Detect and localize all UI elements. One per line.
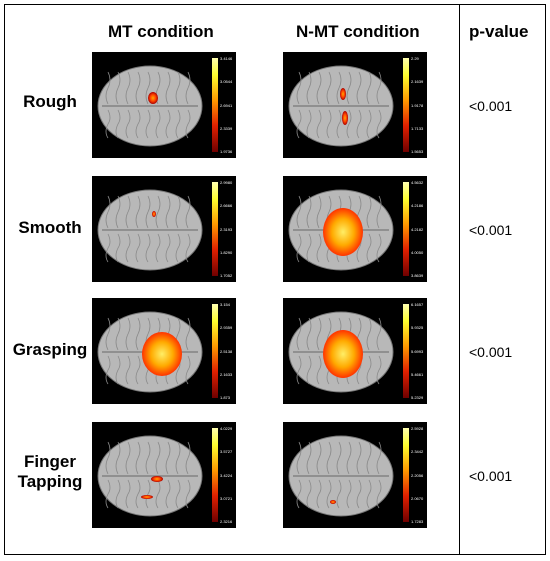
colorbar-ticks: 6.1657 5.9325 5.6993 5.4661 5.2329 — [411, 302, 427, 400]
colorbar-tick: 5.6993 — [411, 348, 424, 354]
colorbar-tick: 2.6941 — [220, 102, 233, 108]
colorbar-tick: 3.5727 — [220, 449, 233, 455]
colorbar-tick: 3.8639 — [411, 273, 424, 278]
colorbar-ticks: 4.0229 3.5727 3.4224 3.0721 2.3216 — [220, 426, 236, 524]
pvalue-column-divider — [459, 4, 460, 555]
colorbar-tick: 3.154 — [220, 302, 231, 307]
colorbar-tick: 2.6666 — [220, 203, 233, 209]
row-label: Smooth — [18, 218, 82, 237]
colorbar-tick: 4.5632 — [411, 180, 424, 185]
colorbar-tick: 5.4661 — [411, 371, 424, 377]
row-label: Rough — [23, 92, 77, 111]
colorbar-tick: 1.7133 — [411, 125, 424, 131]
header-nmt-condition: N-MT condition — [296, 22, 420, 41]
colorbar-tick: 1.9178 — [411, 102, 424, 108]
colorbar-tick: 2.1639 — [411, 79, 424, 85]
colorbar-tick: 4.0229 — [220, 426, 233, 431]
brain-image — [92, 422, 236, 528]
colorbar-tick: 2.3442 — [411, 449, 424, 455]
brain-image — [283, 176, 427, 282]
colorbar-tick: 1.7283 — [411, 519, 424, 524]
colorbar — [212, 58, 218, 152]
brain-map-mt: 3.4146 3.0544 2.6941 2.3339 1.9736 — [92, 52, 236, 158]
colorbar-tick: 3.4146 — [220, 56, 233, 61]
colorbar-tick: 1.7052 — [220, 273, 233, 278]
brain-map-mt: 4.0229 3.5727 3.4224 3.0721 2.3216 — [92, 422, 236, 528]
brain-map-nmt: 2.29 2.1639 1.9178 1.7133 1.5653 — [283, 52, 427, 158]
brain-image — [283, 298, 427, 404]
p-value: <0.001 — [469, 222, 513, 238]
colorbar-tick: 3.4224 — [220, 472, 233, 478]
colorbar — [403, 428, 409, 522]
colorbar — [212, 182, 218, 276]
colorbar-ticks: 2.5928 2.3442 2.2056 2.0670 1.7283 — [411, 426, 427, 524]
colorbar-tick: 1.873 — [220, 395, 231, 400]
colorbar-tick: 3.0721 — [220, 495, 233, 501]
brain-map-nmt: 2.5928 2.3442 2.2056 2.0670 1.7283 — [283, 422, 427, 528]
brain-map-mt: 2.9980 2.6666 2.3193 1.8290 1.7052 — [92, 176, 236, 282]
brain-map-nmt: 4.5632 4.2186 4.2182 4.0050 3.8639 — [283, 176, 427, 282]
colorbar-ticks: 2.29 2.1639 1.9178 1.7133 1.5653 — [411, 56, 427, 154]
brain-image — [92, 52, 236, 158]
colorbar-ticks: 2.9980 2.6666 2.3193 1.8290 1.7052 — [220, 180, 236, 278]
colorbar-ticks: 3.154 2.9359 2.5138 2.1633 1.873 — [220, 302, 236, 400]
colorbar-tick: 4.2182 — [411, 226, 424, 232]
p-value: <0.001 — [469, 98, 513, 114]
brain-image — [283, 52, 427, 158]
colorbar-tick: 2.9980 — [220, 180, 233, 185]
row-label: Grasping — [12, 340, 88, 359]
header-mt-condition: MT condition — [108, 22, 214, 41]
colorbar-tick: 2.0670 — [411, 495, 424, 501]
colorbar-tick: 6.1657 — [411, 302, 424, 307]
brain-map-nmt: 6.1657 5.9325 5.6993 5.4661 5.2329 — [283, 298, 427, 404]
colorbar — [212, 428, 218, 522]
brain-image — [92, 176, 236, 282]
brain-map-mt: 3.154 2.9359 2.5138 2.1633 1.873 — [92, 298, 236, 404]
brain-image — [283, 422, 427, 528]
colorbar-tick: 5.9325 — [411, 325, 424, 331]
colorbar-tick: 1.8290 — [220, 249, 233, 255]
colorbar-tick: 3.0544 — [220, 79, 233, 85]
colorbar-tick: 1.5653 — [411, 149, 424, 154]
header-p-value: p-value — [469, 22, 529, 41]
colorbar — [212, 304, 218, 398]
brain-image — [92, 298, 236, 404]
colorbar-tick: 2.3216 — [220, 519, 233, 524]
colorbar — [403, 58, 409, 152]
colorbar-tick: 2.3193 — [220, 226, 233, 232]
p-value: <0.001 — [469, 344, 513, 360]
colorbar-tick: 4.0050 — [411, 249, 424, 255]
colorbar-tick: 2.29 — [411, 56, 419, 61]
colorbar-tick: 1.9736 — [220, 149, 233, 154]
colorbar-tick: 2.2056 — [411, 472, 424, 478]
colorbar-tick: 2.9359 — [220, 325, 233, 331]
colorbar-tick: 2.1633 — [220, 371, 233, 377]
colorbar — [403, 182, 409, 276]
colorbar-tick: 2.5138 — [220, 348, 233, 354]
colorbar-ticks: 4.5632 4.2186 4.2182 4.0050 3.8639 — [411, 180, 427, 278]
colorbar-tick: 2.5928 — [411, 426, 424, 431]
colorbar — [403, 304, 409, 398]
p-value: <0.001 — [469, 468, 513, 484]
colorbar-tick: 5.2329 — [411, 395, 424, 400]
figure-frame — [4, 4, 546, 555]
colorbar-ticks: 3.4146 3.0544 2.6941 2.3339 1.9736 — [220, 56, 236, 154]
colorbar-tick: 2.3339 — [220, 125, 233, 131]
colorbar-tick: 4.2186 — [411, 203, 424, 209]
